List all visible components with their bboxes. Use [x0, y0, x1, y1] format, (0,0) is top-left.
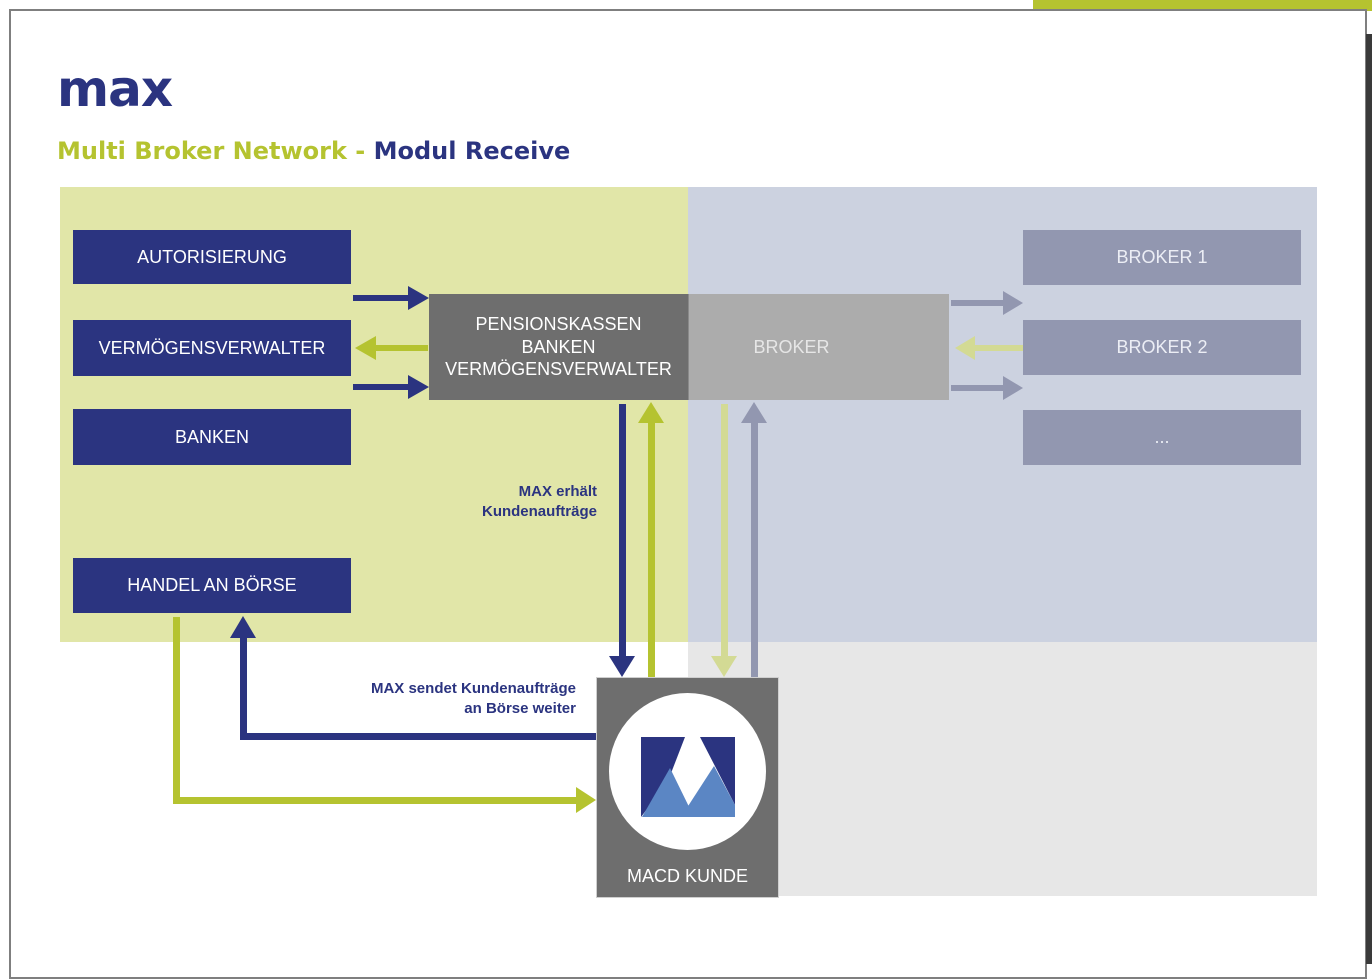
label-max-erhaelt-line2: Kundenaufträge: [481, 503, 597, 520]
box-broker-more: ...: [1023, 410, 1301, 465]
box-clients: PENSIONSKASSEN BANKEN VERMÖGENSVERWALTER: [429, 294, 688, 400]
label-max-erhaelt-line1: MAX erhält: [518, 483, 597, 500]
subtitle-separator: -: [346, 137, 374, 165]
arrow-clients-to-vermoegensverwalter: [355, 336, 428, 360]
box-handel-an-boerse: HANDEL AN BÖRSE: [73, 558, 351, 613]
box-broker-more-label: ...: [1154, 427, 1170, 448]
label-max-sendet-line1: MAX sendet Kundenaufträge: [370, 680, 576, 697]
macd-kunde-label: MACD KUNDE: [626, 866, 748, 886]
diagram-subtitle: Multi Broker Network - Modul Receive: [57, 139, 570, 163]
label-max-sendet-line2: an Börse weiter: [464, 700, 576, 717]
arrow-handel-to-macd: [173, 617, 596, 813]
box-vermoegensverwalter-label: VERMÖGENSVERWALTER: [98, 337, 326, 358]
arrow-macd-to-handel: [230, 616, 596, 740]
box-broker-1: BROKER 1: [1023, 230, 1301, 285]
right-edge-bar: [1366, 34, 1372, 964]
box-autorisierung: AUTORISIERUNG: [73, 230, 351, 284]
clients-line-pensionskassen: PENSIONSKASSEN: [475, 314, 642, 335]
box-broker-label: BROKER: [753, 336, 830, 357]
arrow-broker-to-broker-1: [951, 291, 1023, 315]
clients-line-banken: BANKEN: [521, 336, 596, 357]
box-broker: BROKER: [688, 294, 949, 400]
arrow-broker-to-macd: [711, 404, 737, 677]
arrow-macd-to-clients: [638, 402, 664, 677]
arrow-macd-to-broker: [741, 402, 767, 677]
label-max-sendet: MAX sendet Kundenaufträge an Börse weite…: [371, 679, 576, 719]
box-banken-label: BANKEN: [174, 426, 250, 447]
box-broker-1-label: BROKER 1: [1116, 247, 1208, 268]
top-accent-tab: [1033, 0, 1372, 11]
clients-line-vermoegensverwalter: VERMÖGENSVERWALTER: [445, 359, 672, 380]
box-broker-2: BROKER 2: [1023, 320, 1301, 375]
arrow-autorisierung-to-clients: [353, 286, 429, 310]
max-logo-icon: [641, 737, 735, 817]
box-vermoegensverwalter: VERMÖGENSVERWALTER: [73, 320, 351, 376]
customer-zone: [688, 642, 1317, 896]
box-autorisierung-label: AUTORISIERUNG: [137, 246, 287, 267]
box-handel-label: HANDEL AN BÖRSE: [127, 575, 297, 596]
label-max-erhaelt: MAX erhält Kundenaufträge: [482, 482, 597, 522]
box-macd-kunde: MACD KUNDE: [596, 677, 779, 898]
arrow-broker-2-to-broker: [955, 336, 1023, 360]
arrow-clients-to-macd: [609, 404, 635, 677]
arrow-broker-to-more: [951, 376, 1023, 400]
max-logo-text: max: [57, 60, 173, 118]
box-banken: BANKEN: [73, 409, 351, 465]
arrow-banken-to-clients: [353, 375, 429, 399]
subtitle-module: Modul Receive: [373, 137, 571, 165]
macd-logo-circle: [609, 693, 766, 850]
subtitle-network: Multi Broker Network: [57, 137, 347, 165]
box-broker-2-label: BROKER 2: [1116, 337, 1208, 358]
